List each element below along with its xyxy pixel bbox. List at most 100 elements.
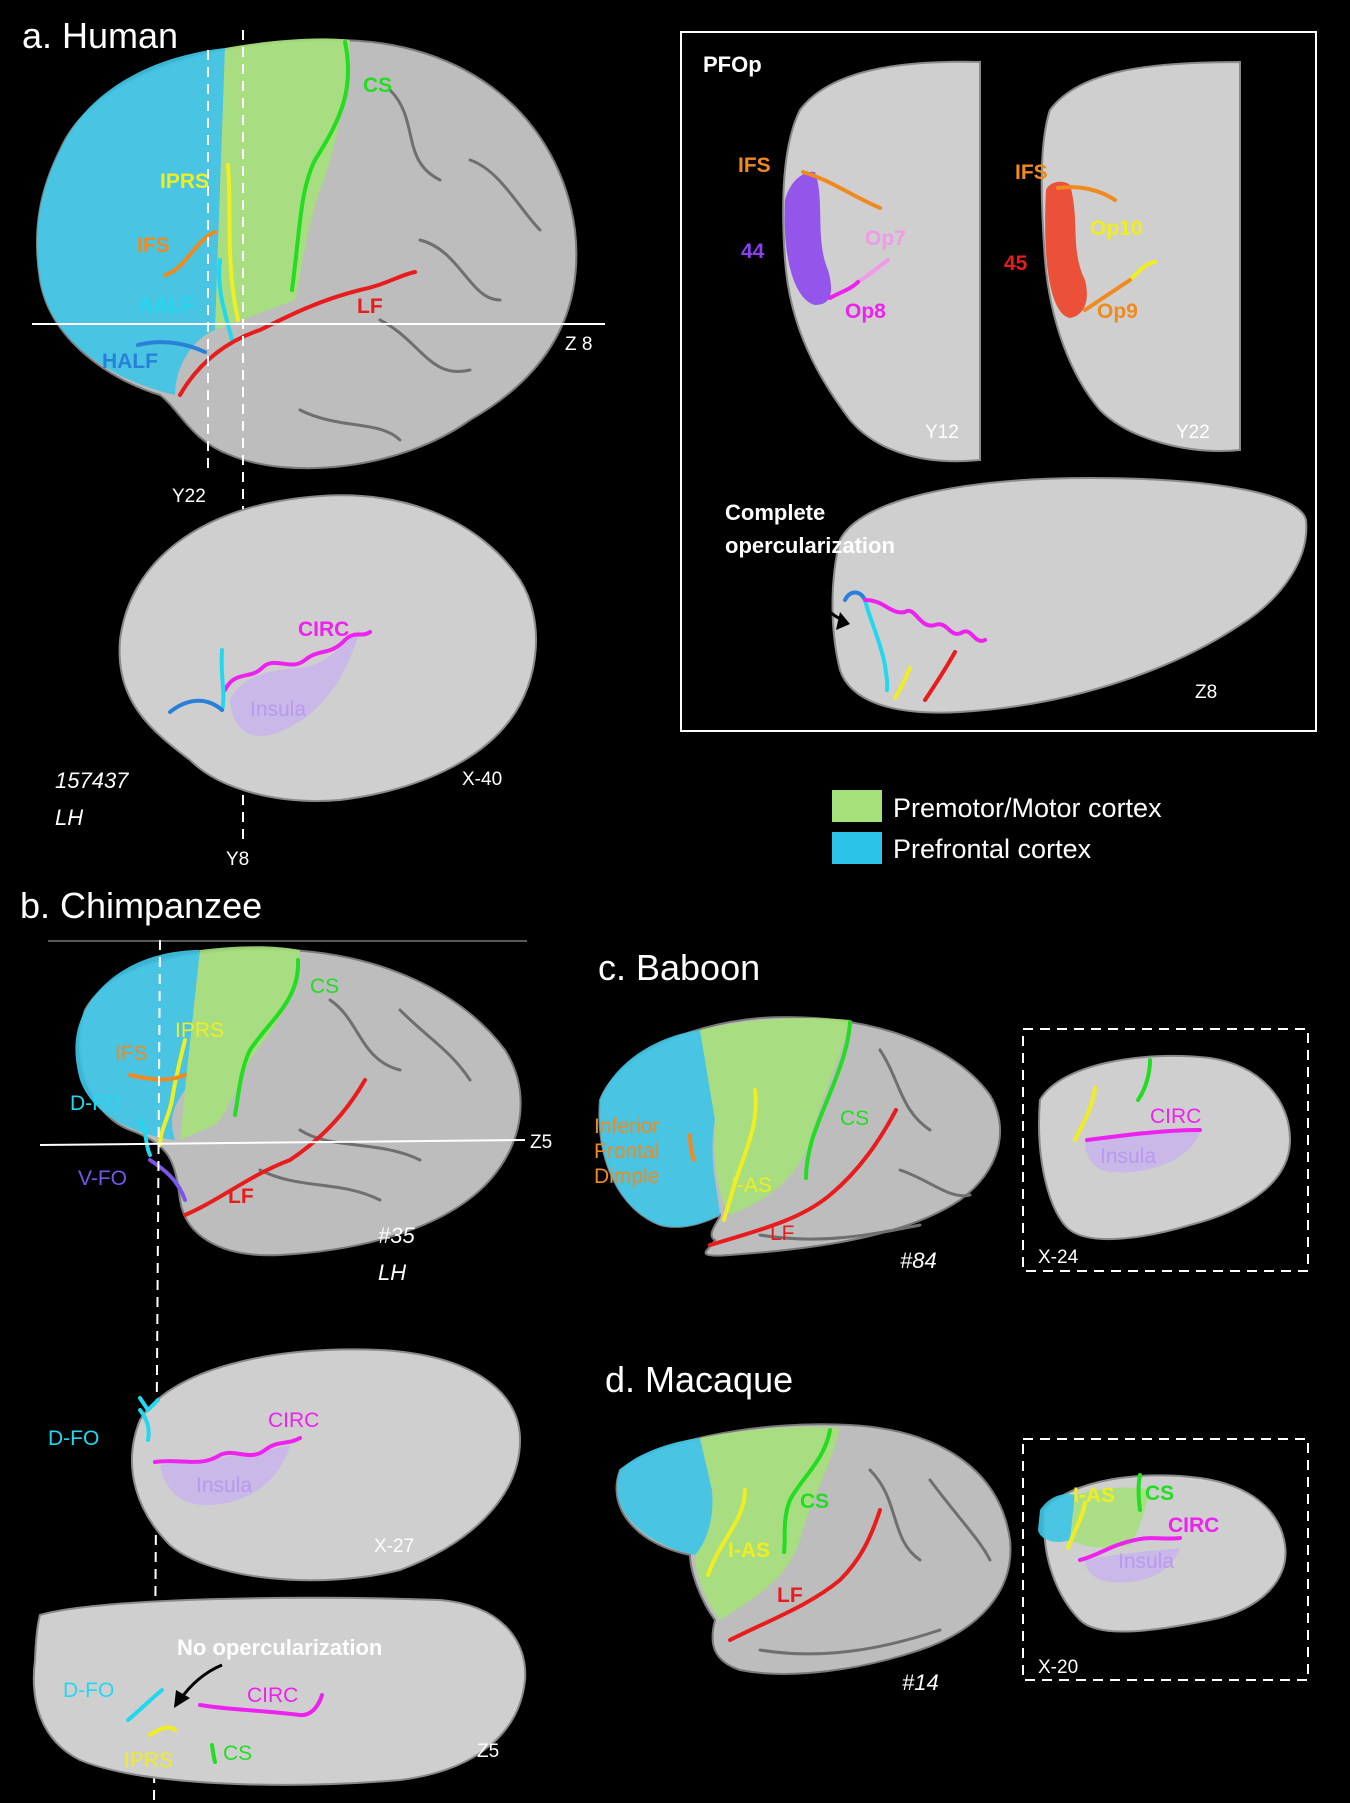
human-sag-circ-sulcus: [223, 630, 372, 692]
axial-circ-sulcus: [863, 598, 987, 643]
chimp-z5-line: [39, 1139, 526, 1146]
chimp-sag-circ-sulcus: [153, 1436, 302, 1464]
legend: Premotor/Motor cortex Prefrontal cortex: [832, 790, 1162, 864]
op9-strip: [1083, 278, 1132, 312]
legend-swatch-premotor: [832, 790, 882, 822]
chimp-lateral-brain: CS IPRS IFS D-FO V-FO LF Z5 #35 LH: [39, 939, 552, 1801]
human-sagittal-slice-shape: [118, 494, 537, 802]
baboon-ias-label: I-AS: [731, 1174, 772, 1197]
chimp-sagittal-slice-shape: [131, 1348, 522, 1582]
baboon-inset-frame: [1022, 1028, 1309, 1272]
baboon-lateral-brain: Inferior Frontal Dimple I-AS CS LF #84: [594, 1016, 1001, 1273]
human-gyri-pattern: [298, 88, 542, 442]
inset-pfop: PFOp IFS 44 Op7 Op8 Y12 IFS 45 Op10 Op9 …: [680, 31, 1317, 732]
chimp-ax-cs-sulcus: [210, 1743, 217, 1764]
chimp-cs-label: CS: [310, 975, 339, 998]
baboon-gyri-pattern: [758, 1048, 972, 1241]
chimp-insula-region: [160, 1445, 290, 1505]
baboon-sag-circ-sulcus: [1085, 1128, 1202, 1142]
chimp-z5-axial-coord: Z5: [477, 1741, 499, 1762]
human-ifs-label: IFS: [137, 234, 170, 257]
chimp-z5-coord: Z5: [530, 1132, 552, 1153]
macaque-gyri-pattern: [758, 1468, 992, 1656]
chimp-ax-cs-label: CS: [223, 1742, 252, 1765]
chimp-iprs-sulcus: [158, 1038, 187, 1147]
baboon-sag-ias-sulcus: [1073, 1086, 1097, 1142]
baboon-cs-sulcus: [804, 1020, 852, 1180]
chimp-hemisphere: LH: [378, 1260, 406, 1285]
macaque-sag-cs-label: CS: [1145, 1482, 1174, 1505]
human-subject-id: 157437: [55, 768, 129, 793]
coronal-y12-shape: [782, 60, 981, 463]
chimp-x27-coord: X-27: [374, 1536, 414, 1557]
y12-ifs-label: IFS: [738, 154, 771, 177]
macaque-sag-ias-label: I-AS: [1073, 1484, 1115, 1507]
baboon-sag-insula-label: Insula: [1100, 1145, 1156, 1168]
macaque-inset-frame: [1022, 1438, 1309, 1681]
panel-a-title: a. Human: [22, 15, 178, 56]
baboon-premotor-region: [700, 1018, 850, 1215]
chimp-ax-circ-label: CIRC: [247, 1684, 298, 1707]
macaque-lf-label: LF: [777, 1584, 803, 1607]
macaque-subject-id: #14: [902, 1670, 939, 1695]
area-44-label: 44: [741, 240, 765, 263]
chimp-dfo-label: D-FO: [70, 1092, 121, 1115]
macaque-lateral-brain: I-AS CS LF #14: [615, 1423, 1012, 1695]
baboon-cs-label: CS: [840, 1107, 869, 1130]
chimp-iprs-label: IPRS: [175, 1019, 224, 1042]
human-x40-coord: X-40: [462, 769, 502, 790]
baboon-ias-sulcus: [722, 1088, 758, 1222]
human-lateral-brain: CS IPRS IFS AALF LF HALF Z 8 Y22: [32, 30, 605, 840]
human-y8-coord: Y8: [226, 849, 249, 870]
human-lf-sulcus: [178, 270, 417, 397]
panel-b-title: b. Chimpanzee: [20, 885, 262, 926]
macaque-sag-premotor: [1070, 1487, 1150, 1548]
baboon-inferior-label: Inferior: [594, 1115, 659, 1138]
macaque-x20-coord: X-20: [1038, 1657, 1078, 1678]
chimp-ax-iprs-label: IPRS: [124, 1749, 173, 1772]
chimp-dfo-sulcus: [138, 1118, 152, 1157]
axial-arrow-line: [811, 557, 844, 622]
panel-a-human: a. Human CS IPRS IFS AALF LF HALF: [22, 15, 605, 870]
axial-z8-shape: [831, 476, 1308, 714]
macaque-ias-label: I-AS: [728, 1539, 770, 1562]
baboon-frontal-label: Frontal: [594, 1140, 659, 1163]
baboon-subject-id: #84: [900, 1248, 937, 1273]
chimp-lf-label: LF: [228, 1185, 254, 1208]
coronal-y22-ifs: [1056, 185, 1117, 202]
human-sag-aalf-sulcus: [219, 648, 226, 712]
human-half-label: HALF: [102, 350, 158, 373]
chimp-gyri-pattern: [258, 998, 472, 1202]
macaque-lf-sulcus: [728, 1508, 882, 1642]
baboon-x24-coord: X-24: [1038, 1247, 1079, 1268]
panel-c-baboon: c. Baboon Inferior Frontal Dimple I-AS C…: [594, 947, 1309, 1273]
chimp-sag-circ-label: CIRC: [268, 1409, 319, 1432]
area-45-region: [1045, 181, 1087, 318]
human-y22-coord: Y22: [172, 486, 206, 507]
legend-label-premotor: Premotor/Motor cortex: [893, 793, 1162, 823]
human-insula-region: [230, 630, 360, 736]
panel-d-macaque: d. Macaque I-AS CS LF #14 I-AS CS CIRC: [605, 1359, 1309, 1695]
chimp-axial-slice: No opercularization D-FO CIRC IPRS CS Z5: [32, 1596, 527, 1786]
macaque-sag-prefrontal: [1038, 1493, 1075, 1542]
macaque-sag-insula-label: Insula: [1118, 1550, 1174, 1573]
coronal-y22-shape: [1040, 60, 1241, 452]
baboon-dimple-label: Dimple: [594, 1165, 659, 1188]
human-aalf-sulcus: [217, 258, 234, 342]
human-lf-label: LF: [357, 295, 383, 318]
inset-axial-z8: Complete opercularization Z8: [725, 476, 1308, 714]
op10-label: Op10: [1090, 217, 1143, 240]
op8-label: Op8: [845, 300, 886, 323]
chimp-premotor-region: [180, 946, 300, 1140]
human-cs-sulcus: [290, 40, 351, 292]
axial-z8-coord: Z8: [1195, 682, 1217, 703]
macaque-prefrontal-region: [616, 1438, 713, 1555]
panel-d-title: d. Macaque: [605, 1359, 793, 1400]
coronal-y12-coord: Y12: [925, 422, 959, 443]
no-opercularization-note: No opercularization: [177, 1635, 382, 1660]
coronal-y12-ifs: [801, 170, 882, 210]
axial-iprs-sulcus: [893, 666, 912, 700]
chimp-lf-sulcus: [183, 1078, 367, 1217]
coronal-y22-coord: Y22: [1176, 422, 1210, 443]
